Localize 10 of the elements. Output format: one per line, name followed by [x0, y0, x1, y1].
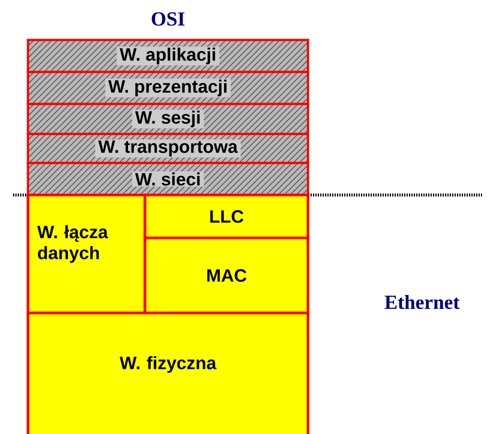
layer-box: W. sesji	[26, 102, 310, 136]
side-label: Ethernet	[384, 295, 460, 309]
layer-box: W. aplikacji	[26, 38, 310, 74]
layer-box: MAC	[144, 236, 310, 314]
layer-box: W. łącza danych	[26, 194, 146, 314]
layer-box: W. transportowa	[26, 132, 310, 164]
layer-box: W. sieci	[26, 162, 310, 196]
title: OSI	[152, 12, 184, 26]
layer-box: LLC	[144, 194, 310, 240]
layer-box: W. prezentacji	[26, 70, 310, 106]
